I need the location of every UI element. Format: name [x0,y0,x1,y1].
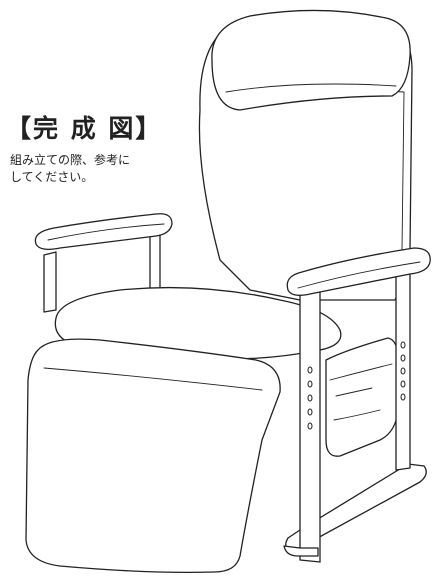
height-adjust-hole [400,393,406,401]
assembly-note-line-1: 組み立ての際、参考に [10,153,131,167]
right-rear-post [395,261,411,471]
base-foot [283,545,319,557]
legrest [25,338,281,574]
side-pocket [325,337,399,457]
height-adjust-hole [307,408,313,416]
headrest-cushion [211,9,411,111]
height-adjust-hole [400,367,406,375]
assembly-note-line-2: してください。 [10,170,94,184]
height-adjust-hole [400,380,406,388]
height-adjust-hole [307,366,313,374]
left-rear-post [43,251,57,313]
left-armrest [34,213,173,250]
base-rail [285,463,427,553]
height-adjust-hole [307,394,313,402]
height-adjust-hole [400,341,406,349]
assembly-note: 組み立ての際、参考に してください。 [10,152,130,186]
height-adjust-hole [307,422,313,430]
height-adjust-hole [400,354,406,362]
height-adjust-hole [307,380,313,388]
right-armrest [286,247,431,296]
page-title: 【完 成 図】 [6,114,163,143]
